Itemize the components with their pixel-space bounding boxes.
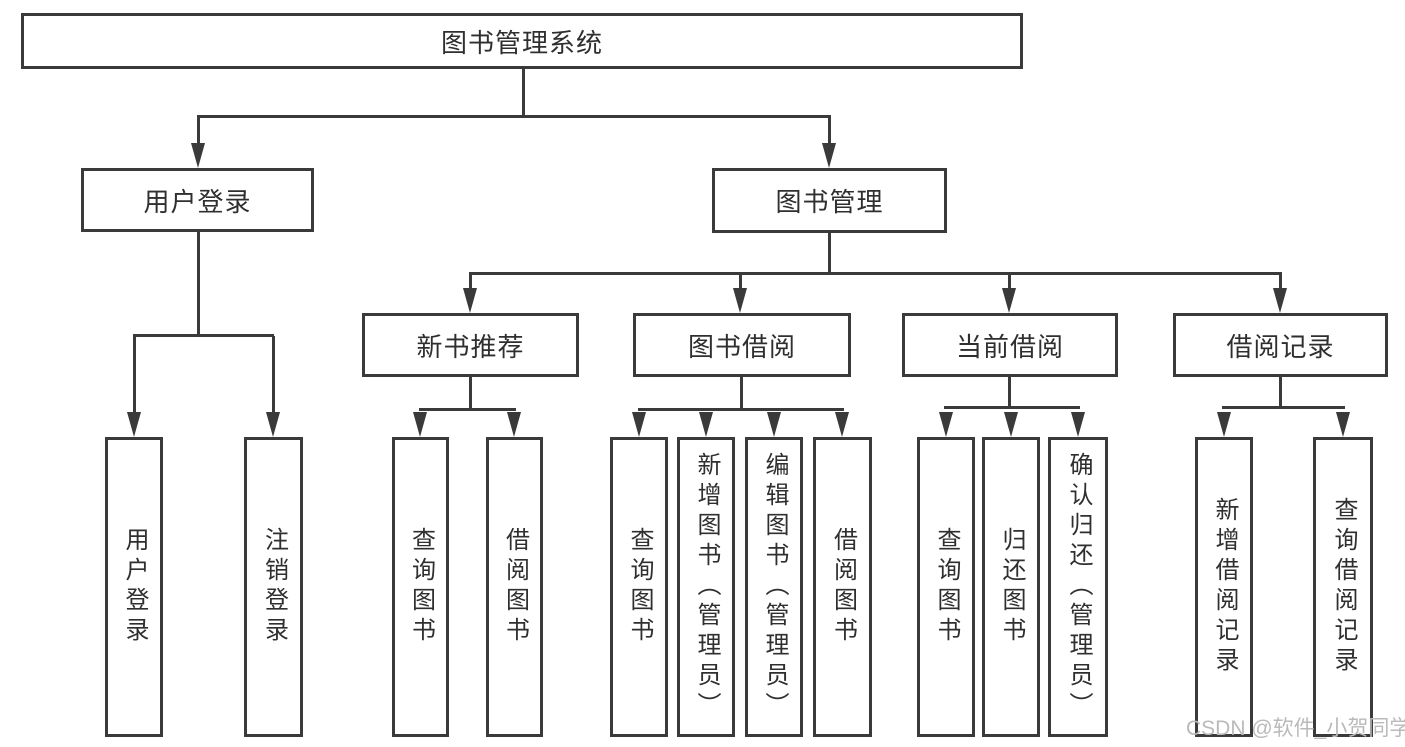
connector-line xyxy=(944,406,1080,409)
leaf-return-book: 归还图书 xyxy=(982,437,1040,737)
arrow-down-icon xyxy=(1217,412,1231,437)
arrow-down-icon xyxy=(822,143,836,168)
arrow-down-icon xyxy=(463,288,477,313)
connector-line xyxy=(197,232,200,337)
connector-line xyxy=(469,272,1282,275)
connector-line xyxy=(272,336,275,414)
leaf-edit-book-admin: 编辑图书（管理员） xyxy=(745,437,803,737)
connector-line xyxy=(1222,406,1345,409)
leaf-confirm-return-admin-label: 确认归还（管理员） xyxy=(1065,452,1092,722)
leaf-add-book-admin: 新增图书（管理员） xyxy=(677,437,735,737)
leaf-current-query-book: 查询图书 xyxy=(917,437,975,737)
leaf-query-borrow-record: 查询借阅记录 xyxy=(1313,437,1373,737)
leaf-return-book-label: 归还图书 xyxy=(998,527,1025,647)
arrow-down-icon xyxy=(835,412,849,437)
node-book-management: 图书管理 xyxy=(712,168,947,233)
connector-line xyxy=(1279,377,1282,409)
csdn-watermark: CSDN @软件_小贺同学 xyxy=(1186,717,1405,740)
node-borrow-records: 借阅记录 xyxy=(1173,313,1388,377)
leaf-borrow-book: 借阅图书 xyxy=(813,437,872,737)
node-book-management-label: 图书管理 xyxy=(775,187,884,217)
arrow-down-icon xyxy=(1071,412,1085,437)
arrow-down-icon xyxy=(266,412,280,437)
leaf-add-book-admin-label: 新增图书（管理员） xyxy=(693,452,720,722)
arrow-down-icon xyxy=(1004,412,1018,437)
leaf-query-borrow-record-label: 查询借阅记录 xyxy=(1330,497,1357,677)
node-book-borrow-label: 图书借阅 xyxy=(687,331,796,362)
arrow-down-icon xyxy=(507,412,521,437)
connector-line xyxy=(197,117,200,146)
node-current-borrow: 当前借阅 xyxy=(902,313,1118,377)
leaf-recommend-query-book-label: 查询图书 xyxy=(407,527,435,647)
connector-line xyxy=(638,408,844,411)
leaf-recommend-borrow-book-label: 借阅图书 xyxy=(501,527,529,647)
node-root: 图书管理系统 xyxy=(21,13,1023,69)
arrow-down-icon xyxy=(1273,288,1287,313)
arrow-down-icon xyxy=(699,412,713,437)
leaf-confirm-return-admin: 确认归还（管理员） xyxy=(1048,437,1108,737)
connector-line xyxy=(197,115,831,118)
connector-line xyxy=(419,408,516,411)
arrow-down-icon xyxy=(939,412,953,437)
arrow-down-icon xyxy=(1002,288,1016,313)
leaf-user-login-label: 用户登录 xyxy=(121,527,148,647)
node-root-label: 图书管理系统 xyxy=(440,27,603,58)
arrow-down-icon xyxy=(413,412,427,437)
arrow-down-icon xyxy=(632,412,646,437)
arrow-down-icon xyxy=(1336,412,1350,437)
connector-line xyxy=(1008,274,1011,290)
node-current-borrow-label: 当前借阅 xyxy=(955,331,1064,362)
arrow-down-icon xyxy=(191,143,205,168)
node-new-book-recommend-label: 新书推荐 xyxy=(416,331,525,362)
arrow-down-icon xyxy=(767,412,781,437)
leaf-user-login: 用户登录 xyxy=(105,437,163,737)
arrow-down-icon xyxy=(127,412,141,437)
node-book-borrow: 图书借阅 xyxy=(633,313,851,377)
leaf-recommend-query-book: 查询图书 xyxy=(392,437,449,737)
leaf-add-borrow-record-label: 新增借阅记录 xyxy=(1211,497,1238,677)
connector-line xyxy=(1008,377,1011,409)
connector-line xyxy=(469,377,472,411)
connector-line xyxy=(522,69,525,118)
leaf-add-borrow-record: 新增借阅记录 xyxy=(1195,437,1253,737)
connector-line xyxy=(133,334,274,337)
connector-line xyxy=(1279,274,1282,290)
connector-line xyxy=(133,336,136,414)
leaf-logout: 注销登录 xyxy=(244,437,303,737)
leaf-borrow-book-label: 借阅图书 xyxy=(829,527,857,647)
node-borrow-records-label: 借阅记录 xyxy=(1226,331,1335,362)
connector-line xyxy=(469,274,472,290)
node-user-login-label: 用户登录 xyxy=(143,186,252,217)
leaf-borrow-query-book-label: 查询图书 xyxy=(626,527,653,647)
leaf-recommend-borrow-book: 借阅图书 xyxy=(486,437,543,737)
connector-line xyxy=(828,117,831,146)
connector-line xyxy=(828,233,831,275)
node-new-book-recommend: 新书推荐 xyxy=(362,313,579,377)
leaf-edit-book-admin-label: 编辑图书（管理员） xyxy=(761,452,788,722)
node-user-login: 用户登录 xyxy=(81,168,314,232)
arrow-down-icon xyxy=(733,288,747,313)
connector-line xyxy=(739,274,742,290)
leaf-logout-label: 注销登录 xyxy=(260,527,288,647)
connector-line xyxy=(740,377,743,411)
leaf-current-query-book-label: 查询图书 xyxy=(933,527,960,647)
leaf-borrow-query-book: 查询图书 xyxy=(610,437,668,737)
